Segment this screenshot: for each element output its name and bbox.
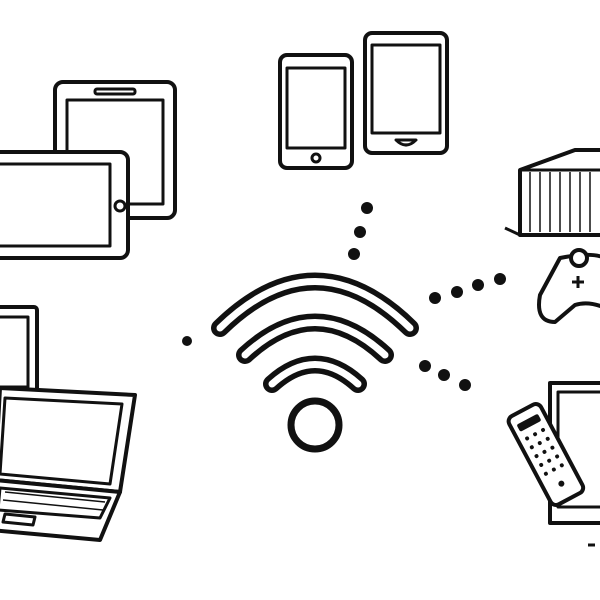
smartphone-icon bbox=[278, 53, 354, 170]
tablet-landscape-icon bbox=[0, 150, 130, 260]
gamepad-icon bbox=[537, 248, 600, 324]
laptop-icon bbox=[0, 386, 137, 542]
remote-control-icon bbox=[506, 402, 586, 508]
smartphone-icon bbox=[363, 31, 449, 155]
desktop-monitor-icon bbox=[0, 305, 39, 399]
signal-dots bbox=[182, 202, 506, 391]
game-console-icon bbox=[504, 148, 600, 237]
wifi-icon bbox=[211, 272, 419, 453]
